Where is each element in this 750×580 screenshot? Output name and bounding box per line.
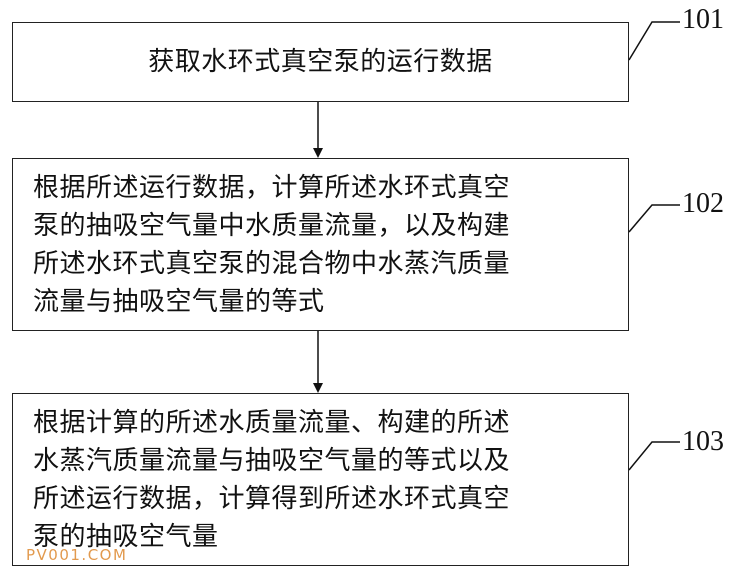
watermark: PV001.COM: [26, 546, 128, 564]
step-102-line-1: 根据所述运行数据，计算所述水环式真空: [33, 173, 511, 203]
step-103-line-2: 水蒸汽质量流量与抽吸空气量的等式以及: [33, 446, 511, 476]
step-number-103: 103: [682, 426, 724, 457]
leader-line-103: [628, 441, 680, 471]
step-102-line-2: 泵的抽吸空气量中水质量流量，以及构建: [33, 211, 511, 241]
leader-line-101: [628, 21, 680, 61]
step-103-line-4: 泵的抽吸空气量: [33, 522, 219, 552]
step-text-102: 根据所述运行数据，计算所述水环式真空 泵的抽吸空气量中水质量流量，以及构建 所述…: [33, 169, 510, 321]
step-box-103: 根据计算的所述水质量流量、构建的所述 水蒸汽质量流量与抽吸空气量的等式以及 所述…: [12, 393, 629, 566]
leader-line-102: [628, 204, 680, 233]
step-text-101: 获取水环式真空泵的运行数据: [13, 43, 628, 81]
step-box-102: 根据所述运行数据，计算所述水环式真空 泵的抽吸空气量中水质量流量，以及构建 所述…: [12, 158, 629, 331]
step-number-102: 102: [682, 188, 724, 219]
step-101-line-1: 获取水环式真空泵的运行数据: [148, 47, 493, 77]
step-box-101: 获取水环式真空泵的运行数据: [12, 22, 629, 102]
step-103-line-3: 所述运行数据，计算得到所述水环式真空: [33, 484, 511, 514]
step-number-101: 101: [682, 4, 724, 35]
step-text-103: 根据计算的所述水质量流量、构建的所述 水蒸汽质量流量与抽吸空气量的等式以及 所述…: [33, 404, 510, 556]
step-102-line-4: 流量与抽吸空气量的等式: [33, 287, 325, 317]
step-102-line-3: 所述水环式真空泵的混合物中水蒸汽质量: [33, 249, 511, 279]
step-103-line-1: 根据计算的所述水质量流量、构建的所述: [33, 408, 511, 438]
